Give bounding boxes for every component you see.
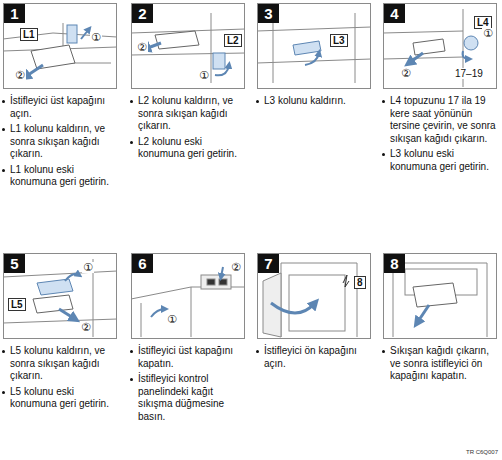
instruction-bullet: L4 topuzunu 17 ila 19 kere saat yönünün … <box>382 95 496 145</box>
step-panel: 5 ① L5 ② <box>3 253 117 339</box>
step-number: 1 <box>4 4 25 23</box>
callout-label: 17–19 <box>454 68 484 79</box>
step-instructions: İstifleyici ön kapağını açın. <box>256 345 370 373</box>
step-number: 5 <box>4 254 25 273</box>
step-panel: 6 ② ① <box>131 253 245 339</box>
step-instructions: L2 kolunu kaldırın, ve sonra sıkışan kağ… <box>130 95 244 164</box>
instruction-bullet: L2 kolunu kaldırın, ve sonra sıkışan kağ… <box>130 95 244 133</box>
step-7-figure <box>263 263 357 337</box>
step-6-figure <box>131 267 245 337</box>
callout-label: ② <box>136 42 148 53</box>
callout-label: L5 <box>8 298 26 311</box>
instruction-bullet: Sıkışan kağıdı çıkarın, ve sonra istifle… <box>382 345 496 383</box>
instruction-bullet: İstifleyici üst kapağını açın. <box>2 95 116 120</box>
step-8-figure <box>393 263 487 337</box>
figure-code: TR C6Q007 <box>466 449 498 456</box>
step-3-figure <box>257 13 371 83</box>
step-instructions: L4 topuzunu 17 ila 19 kere saat yönünün … <box>382 95 496 176</box>
instruction-bullet: L1 kolunu kaldırın, ve sonra sıkışan kağ… <box>2 123 116 161</box>
callout-label: ① <box>198 70 210 81</box>
step-number: 2 <box>132 4 153 23</box>
callout-label: L2 <box>224 34 242 47</box>
step-panel: 2 ② L2 ① <box>131 3 245 89</box>
step-instructions: İstifleyici üst kapağını açın. L1 kolunu … <box>2 95 116 192</box>
callout-label: ② <box>80 322 92 333</box>
callout-label: ② <box>230 262 242 273</box>
step-2-figure <box>131 13 245 83</box>
instruction-bullet: L2 kolunu eski konumuna geri getirin. <box>130 136 244 161</box>
step-number: 6 <box>132 254 153 273</box>
step-panel: 78 <box>257 253 371 339</box>
step-number: 7 <box>258 254 279 273</box>
instruction-bullet: L1 kolunu eski konumuna geri getirin. <box>2 164 116 189</box>
step-instructions: L3 kolunu kaldırın. <box>256 95 370 111</box>
callout-label: ① <box>90 32 102 43</box>
instruction-bullet: L5 kolunu eski konumuna geri getirin. <box>2 386 116 411</box>
step-panel: 4L4①②17–19 <box>383 3 497 89</box>
callout-label: ② <box>400 68 412 79</box>
instruction-bullet: İstifleyici kontrol panelindeki kağıt sı… <box>130 373 244 423</box>
step-number: 8 <box>384 254 405 273</box>
callout-label: 8 <box>354 276 366 289</box>
callout-label: ① <box>166 314 178 325</box>
step-instructions: L5 kolunu kaldırın, ve sonra sıkışan kağ… <box>2 345 116 414</box>
step-number: 4 <box>384 4 405 23</box>
callout-label: L1 <box>20 28 38 41</box>
step-instructions: Sıkışan kağıdı çıkarın, ve sonra istifle… <box>382 345 496 386</box>
callout-label: ① <box>482 28 494 39</box>
instruction-bullet: L3 kolunu eski konumuna geri getirin. <box>382 148 496 173</box>
callout-label: ① <box>82 262 94 273</box>
step-instructions: İstifleyici üst kapağını kapatın. İstifle… <box>130 345 244 426</box>
step-panel: 8 <box>383 253 497 339</box>
instruction-bullet: L5 kolunu kaldırın, ve sonra sıkışan kağ… <box>2 345 116 383</box>
step-number: 3 <box>258 4 279 23</box>
callout-label: ② <box>14 70 26 81</box>
instruction-bullet: İstifleyici ön kapağını açın. <box>256 345 370 370</box>
step-1-figure <box>3 23 117 77</box>
step-panel: 1L1 ① ② <box>3 3 117 89</box>
instruction-bullet: İstifleyici üst kapağını kapatın. <box>130 345 244 370</box>
callout-label: L3 <box>330 34 348 47</box>
instruction-bullet: L3 kolunu kaldırın. <box>256 95 370 108</box>
step-panel: 3L3 <box>257 3 371 89</box>
